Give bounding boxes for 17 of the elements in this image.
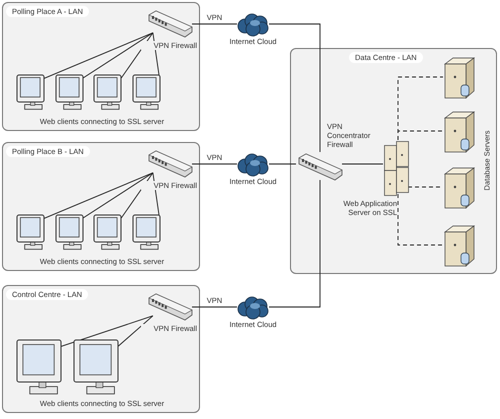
network-link [192, 306, 238, 308]
network-link [120, 172, 154, 219]
network-link [268, 180, 320, 308]
network-link [82, 32, 154, 79]
network-link [268, 24, 320, 152]
network-link [60, 315, 154, 347]
lan-zone [2, 285, 200, 413]
network-link [82, 172, 154, 219]
network-link [44, 32, 154, 79]
network-link [118, 315, 154, 347]
lan-zone [290, 48, 497, 274]
network-link [120, 32, 154, 79]
lan-zone [2, 2, 200, 131]
lan-zone [2, 142, 200, 271]
network-link [398, 194, 444, 246]
network-link [398, 130, 444, 140]
network-link [44, 172, 154, 219]
